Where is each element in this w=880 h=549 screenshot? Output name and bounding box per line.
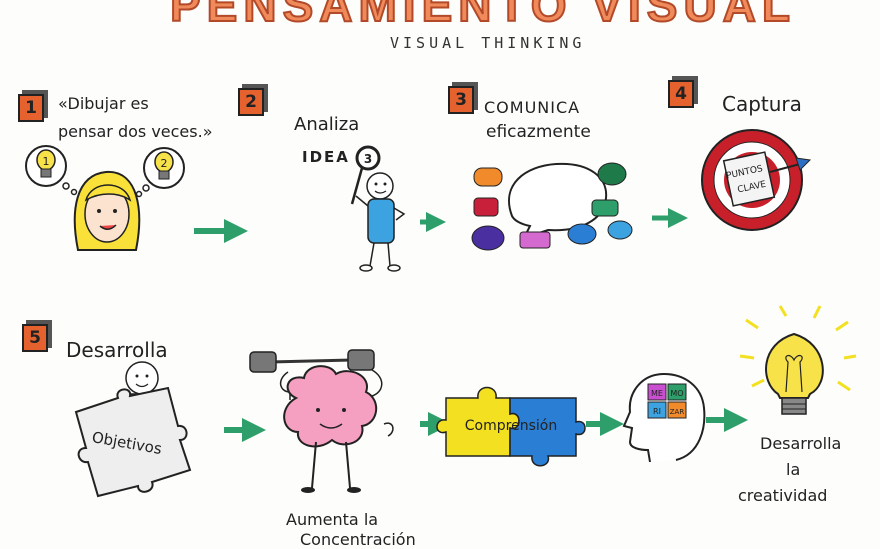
step-1-quote-line2: pensar dos veces.» — [58, 122, 213, 141]
brain-caption-line1: Aumenta la — [286, 510, 379, 529]
brain-icon — [279, 365, 394, 493]
magnifying-glass-icon: 3 — [350, 145, 381, 205]
step-2-badge: 2 — [238, 88, 264, 116]
final-caption-line1: Desarrolla — [760, 434, 842, 453]
bulb-2-number: 2 — [161, 157, 168, 170]
comprehension-puzzle-icon: Comprensión — [436, 386, 586, 467]
target-icon: PUNTOS CLAVE — [701, 129, 812, 231]
step-5-badge: 5 — [22, 324, 48, 352]
head-memory-icon: ME MO RI ZAR — [622, 372, 706, 463]
comprehension-label: Comprensión — [465, 418, 557, 434]
step-1-quote-line1: «Dibujar es — [58, 94, 149, 113]
step-1-badge: 1 — [18, 94, 44, 122]
speech-bubbles-icon — [471, 162, 633, 251]
step-5-label: Desarrolla — [66, 338, 168, 362]
step-4-badge: 4 — [668, 80, 694, 108]
step-3-label-line1: COMUNICA — [484, 98, 581, 117]
memo-tile-1: ME — [651, 389, 663, 398]
memo-tile-4: ZAR — [670, 408, 685, 416]
step-2-label: Analiza — [294, 114, 360, 135]
step-3-label-line2: eficazmente — [486, 122, 591, 142]
memo-tile-3: RI — [653, 407, 661, 416]
step-3-badge: 3 — [448, 86, 474, 114]
step-2-idea: IDEA — [302, 148, 350, 166]
final-caption-line2: la — [786, 460, 801, 479]
goals-puzzle-icon: Objetivos — [74, 361, 192, 498]
final-caption-line3: creatividad — [738, 486, 828, 505]
creativity-lightbulb-icon — [739, 305, 857, 415]
analyst-figure-icon — [355, 172, 406, 272]
step-4-label: Captura — [722, 92, 802, 116]
page-title: PENSAMIENTO VISUAL — [169, 0, 796, 32]
lens-number: 3 — [364, 152, 372, 166]
girl-face-icon — [73, 170, 141, 251]
dumbbell-icon — [249, 349, 375, 373]
memo-tile-2: MO — [670, 389, 683, 398]
bulb-1-number: 1 — [43, 155, 50, 168]
lightbulb-2-icon: 2 — [154, 151, 174, 180]
lightbulb-1-icon: 1 — [36, 149, 56, 178]
page-subtitle: VISUAL THINKING — [390, 34, 586, 52]
